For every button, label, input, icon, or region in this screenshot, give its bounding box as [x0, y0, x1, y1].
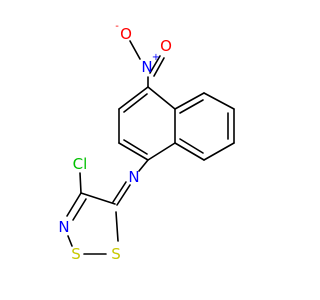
atom-n-ring: N — [58, 218, 69, 236]
bond-c4a-c4 — [147, 86, 176, 110]
bond-nitro-n-o-lower-1 — [149, 55, 161, 74]
bond-c5-c6 — [203, 92, 235, 110]
atom-n-nitro: N — [141, 58, 152, 76]
bond-c4a-c5-inner — [179, 99, 204, 114]
bond-n-imine-c5-2 — [112, 181, 127, 203]
bond-c1-n-imine — [138, 159, 149, 172]
bond-c4a-c5-outer — [174, 92, 205, 110]
bond-c1-c8a — [147, 142, 176, 161]
atom-s-right: S — [111, 245, 121, 263]
bond-layer — [66, 40, 235, 255]
bond-c8-c8a-outer — [174, 142, 205, 161]
charge-o-upper: - — [115, 21, 119, 32]
atom-s-left: S — [71, 245, 81, 263]
bond-s-right-c5 — [115, 211, 119, 242]
bond-c4-ring-n-outer — [66, 192, 82, 217]
bond-c7-c8 — [203, 142, 235, 161]
bond-nitro-n-o-upper — [129, 40, 141, 60]
charge-n-nitro: + — [152, 52, 160, 63]
bond-n-ring-s-left — [67, 235, 73, 247]
bond-c4-ring-cl — [79, 172, 82, 194]
bond-c4-c3-inner — [123, 93, 148, 113]
bond-c8-c8a-inner — [179, 138, 204, 154]
bond-c5-c4-ring — [80, 192, 116, 205]
bond-c2-c1-outer — [118, 142, 149, 161]
bond-nitro-n-o-lower-2 — [153, 57, 165, 77]
atom-o-upper: O — [120, 25, 132, 43]
atom-label-layer: O - O N + N Cl N S S — [58, 21, 172, 263]
bond-c4-c3-outer — [118, 86, 149, 110]
bond-c2-c1-inner — [123, 139, 148, 155]
atom-cl: Cl — [73, 155, 88, 173]
bond-c4-ring-n-inner — [72, 198, 87, 221]
molecule-canvas: O - O N + N Cl N S S — [58, 21, 235, 263]
bond-n-imine-c5-1 — [116, 184, 131, 206]
atom-n-imine: N — [128, 168, 139, 186]
atom-o-lower: O — [160, 37, 172, 55]
molecule-structure-diagram: O - O N + N Cl N S S — [58, 21, 235, 263]
